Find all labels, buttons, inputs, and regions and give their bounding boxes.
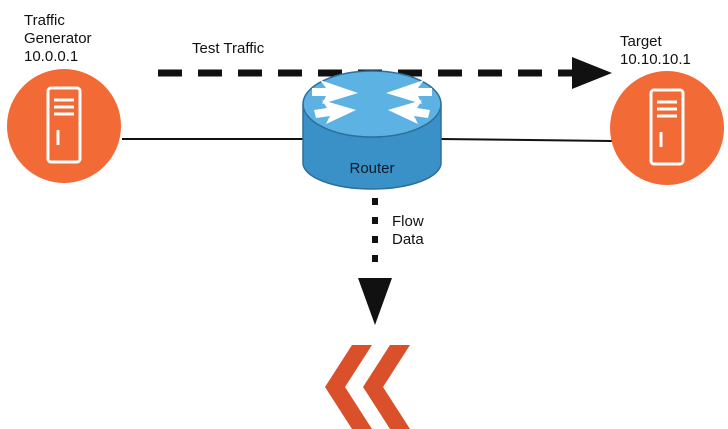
target-name: Target xyxy=(620,33,662,50)
traffic-generator-name-line2: Generator xyxy=(24,30,92,47)
traffic-generator-name-line1: Traffic xyxy=(24,12,65,29)
traffic-generator-node xyxy=(7,69,121,183)
traffic-generator-label: Traffic Generator 10.0.0.1 xyxy=(24,12,92,66)
flow-data-line2: Data xyxy=(392,231,424,248)
test-traffic-text: Test Traffic xyxy=(192,40,265,57)
flow-data-line1: Flow xyxy=(392,213,424,230)
server-icon xyxy=(46,86,82,164)
router-label: Router xyxy=(349,160,394,177)
target-ip: 10.10.10.1 xyxy=(620,51,691,68)
link-router-target xyxy=(439,138,613,142)
target-label: Target 10.10.10.1 xyxy=(620,33,691,69)
router-node: Router xyxy=(302,70,442,190)
flow-data-arrow xyxy=(358,198,392,325)
target-node xyxy=(610,71,724,185)
traffic-generator-ip: 10.0.0.1 xyxy=(24,48,79,65)
server-icon xyxy=(649,88,685,166)
router-icon xyxy=(312,80,432,124)
flow-data-label: Flow Data xyxy=(392,213,424,249)
test-traffic-label: Test Traffic xyxy=(192,40,264,58)
kentik-logo-icon xyxy=(325,345,410,429)
